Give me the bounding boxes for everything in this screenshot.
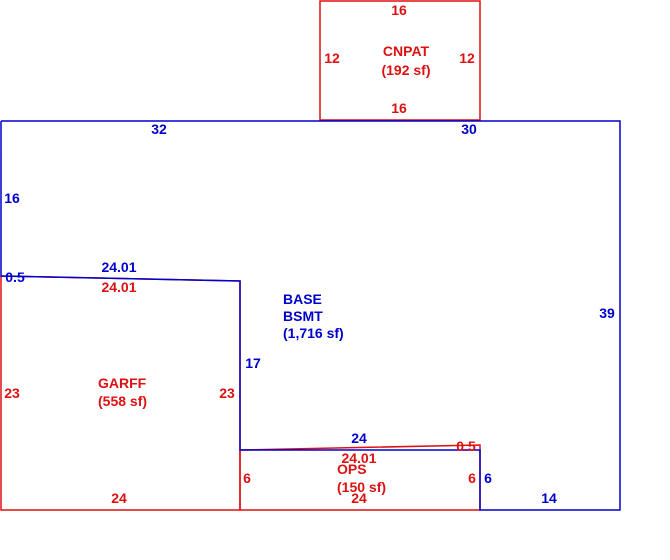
base-inner-horizontal-dimension: 24 — [351, 430, 367, 446]
garage-bottom-dimension: 24 — [111, 490, 127, 506]
base-garage-edge-dimension: 24.01 — [101, 259, 136, 275]
porch-bottom-dimension: 24 — [351, 490, 367, 506]
patio-name-label: CNPAT — [383, 43, 430, 59]
patio-area-label: (192 sf) — [381, 62, 430, 78]
garage-right-dimension: 23 — [219, 385, 235, 401]
patio-top-dimension: 16 — [391, 2, 407, 18]
base-right-dimension: 39 — [599, 305, 615, 321]
patio-bottom-dimension: 16 — [391, 100, 407, 116]
porch-top-dimension: 24.01 — [341, 450, 376, 466]
base-area-label: (1,716 sf) — [283, 325, 344, 341]
base-porch-right-dimension: 6 — [484, 470, 492, 486]
patio-right-dimension: 12 — [459, 50, 475, 66]
base-top-left-dimension: 32 — [151, 121, 167, 137]
porch-right-dimension: 6 — [468, 470, 476, 486]
garage-left-dimension: 23 — [4, 385, 20, 401]
porch-area-label: (150 sf) — [337, 479, 386, 495]
base-name-label: BASE — [283, 291, 322, 307]
garage-area-label: (558 sf) — [98, 393, 147, 409]
base-top-right-dimension: 30 — [461, 121, 477, 137]
base-outline — [0, 120, 621, 511]
garage-top-dimension: 24.01 — [101, 279, 136, 295]
patio-outline — [319, 0, 481, 121]
base-name2-label: BSMT — [283, 308, 323, 324]
garage-name-label: GARFF — [98, 375, 147, 391]
patio-left-dimension: 12 — [324, 50, 340, 66]
base-bottom-right-dimension: 14 — [541, 490, 557, 506]
base-offset-dimension: 0.5 — [5, 269, 25, 285]
base-left-dimension: 16 — [4, 190, 20, 206]
porch-name-label: OPS — [337, 461, 367, 477]
base-inner-vertical-dimension: 17 — [245, 355, 261, 371]
porch-left-dimension: 6 — [243, 470, 251, 486]
porch-offset-dimension: 0.5 — [456, 438, 476, 454]
